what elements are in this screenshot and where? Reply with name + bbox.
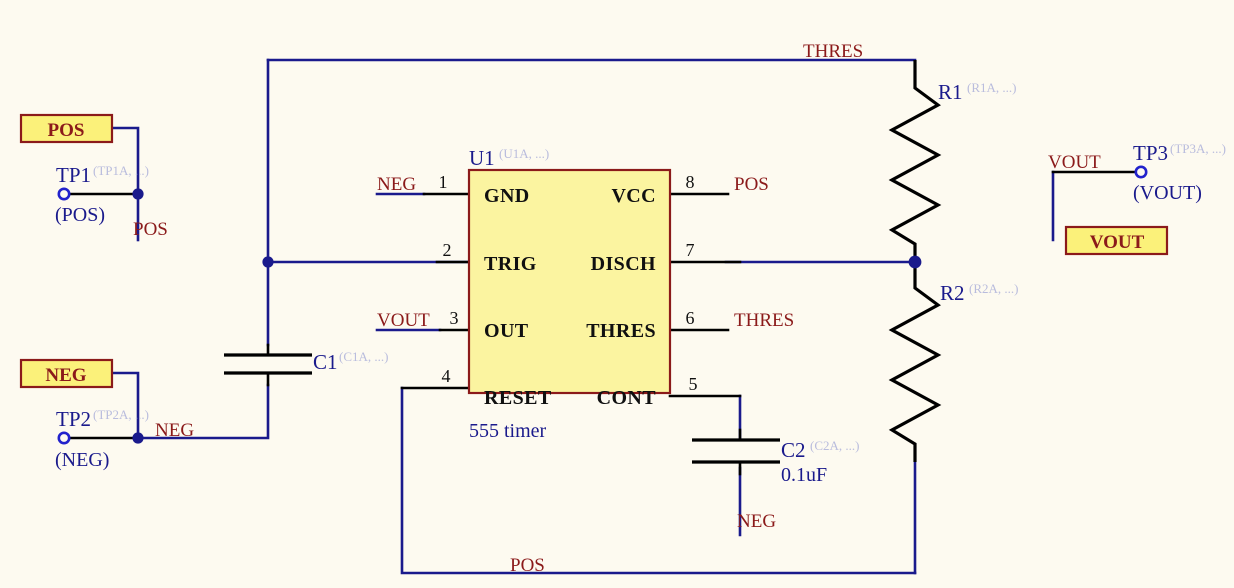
junction-tp2 [132,432,144,444]
wire-pos-flag-to-tp1[interactable] [110,126,140,196]
net-label-neg-tp2[interactable]: NEG [155,420,194,441]
pin-lines [67,170,1138,440]
wire-bottom-pos-rail[interactable] [400,386,917,575]
c1-ref-label: C1 [313,350,338,374]
tp2-ref-label: TP2 [56,407,91,431]
resistor-r2[interactable]: R2 (R2A, ...) [888,262,1018,462]
tp1-value-label: (POS) [55,204,105,226]
tp2-ring-icon[interactable] [57,431,71,445]
tp1-ref-label: TP1 [56,163,91,187]
pin-number-7: 7 [686,240,695,260]
pin-name-gnd: GND [484,185,530,207]
net-label-bottom-pos[interactable]: POS [510,555,545,576]
r2-ref-label: R2 [940,281,965,305]
pin-number-1: 1 [439,172,448,192]
ic-body-rect[interactable] [467,168,672,395]
capacitor-c1[interactable]: C1 (C1A, ...) [224,343,388,387]
pin-name-trig: TRIG [484,253,537,275]
flag-pos[interactable]: POS [19,113,114,144]
flag-vout[interactable]: VOUT [1064,225,1169,256]
flag-neg-label: NEG [45,365,86,386]
c2-ref-suffix: (C2A, ...) [810,438,859,453]
pin-name-vcc: VCC [611,185,656,207]
net-label-c2-neg[interactable]: NEG [737,511,776,532]
tp1-ring-icon[interactable] [57,187,71,201]
pin-number-8: 8 [686,172,695,192]
wire-neg-flag-to-tp2[interactable] [110,371,140,440]
r1-ref-suffix: (R1A, ...) [967,80,1016,95]
junction-divider [908,255,922,269]
wire-c1-bottom-to-neg[interactable] [136,383,270,440]
net-label-pin1[interactable]: NEG [377,174,416,195]
tp1-ref-suffix: (TP1A, ...) [93,163,149,178]
pin-number-5: 5 [689,374,698,394]
junction-trig [262,256,274,268]
testpoint-tp2[interactable]: TP2 (TP2A, ...) (NEG) [55,407,149,471]
tp3-ref-suffix: (TP3A, ...) [1170,141,1226,156]
pin-number-6: 6 [686,308,695,328]
pin-number-4: 4 [442,366,451,386]
net-label-vout-right[interactable]: VOUT [1048,152,1101,173]
pin-number-2: 2 [443,240,452,260]
testpoint-tp1[interactable]: TP1 (TP1A, ...) (POS) [55,163,149,226]
c1-ref-suffix: (C1A, ...) [339,349,388,364]
c2-ref-label: C2 [781,438,806,462]
r1-ref-label: R1 [938,80,963,104]
flag-neg-box[interactable] [19,358,114,389]
tp3-ring-icon[interactable] [1134,165,1148,179]
pin-name-cont: CONT [597,387,657,409]
net-label-pin6[interactable]: THRES [734,310,794,331]
c2-value-label: 0.1uF [781,464,827,486]
pin-numbers: 1 2 3 4 8 7 6 5 [439,172,698,394]
flag-vout-label: VOUT [1090,232,1145,253]
flag-vout-box[interactable] [1064,225,1169,256]
net-label-pin8[interactable]: POS [734,174,769,195]
testpoint-tp3[interactable]: TP3 (TP3A, ...) (VOUT) [1133,141,1226,204]
flag-neg[interactable]: NEG [19,358,114,389]
junction-tp1 [132,188,144,200]
net-label-pin3[interactable]: VOUT [377,310,430,331]
ic-ref-label: U1 [469,146,495,170]
net-label-pos-tp1[interactable]: POS [133,219,168,240]
tp2-value-label: (NEG) [55,449,109,471]
r1-symbol[interactable] [888,60,942,262]
capacitor-c2[interactable]: C2 (C2A, ...) 0.1uF [692,428,859,486]
flag-pos-label: POS [48,120,85,141]
flag-pos-box[interactable] [19,113,114,144]
tp3-ref-label: TP3 [1133,141,1168,165]
r2-ref-suffix: (R2A, ...) [969,281,1018,296]
pin-number-3: 3 [450,308,459,328]
ic-ref-suffix: (U1A, ...) [499,146,549,161]
net-label-thres-top[interactable]: THRES [803,41,863,62]
ic-u1[interactable]: GND TRIG OUT RESET VCC DISCH THRES CONT … [467,146,672,442]
tp2-ref-suffix: (TP2A, ...) [93,407,149,422]
r2-symbol[interactable] [888,262,942,462]
pin-name-disch: DISCH [591,253,656,275]
pin-name-out: OUT [484,320,529,342]
ic-value-label: 555 timer [469,420,547,442]
tp3-value-label: (VOUT) [1133,182,1202,204]
net-labels: THRES POS NEG NEG VOUT POS THRES NEG VOU… [133,41,1101,576]
junction-dots [132,188,922,444]
pin-name-thres: THRES [586,320,656,342]
resistor-r1[interactable]: R1 (R1A, ...) [888,60,1016,262]
pin-name-reset: RESET [484,387,552,409]
net-wires [110,58,1055,575]
